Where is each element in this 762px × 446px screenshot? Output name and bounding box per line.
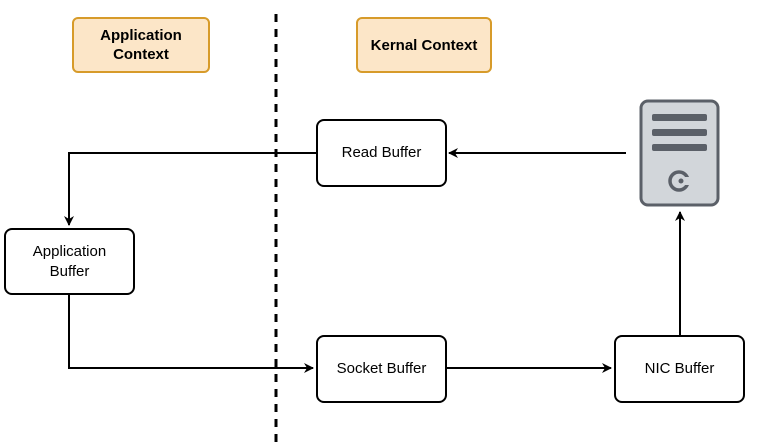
application-context-label: Application Context [72, 17, 210, 73]
server-icon [639, 99, 720, 207]
nic-buffer-label: NIC Buffer [644, 360, 715, 377]
socket-buffer-node: Socket Buffer [316, 335, 447, 403]
read-buffer-node: Read Buffer [316, 119, 447, 187]
read-buffer-label: Read Buffer [341, 144, 422, 161]
application-context-text: Application Context [100, 27, 182, 63]
arrow-application-buffer-to-socket-buffer [68, 295, 314, 373]
arrow-read-buffer-to-application-buffer [64, 152, 316, 226]
socket-buffer-label: Socket Buffer [336, 360, 427, 377]
application-buffer-node: Application Buffer [4, 228, 135, 295]
kernel-context-text: Kernal Context [370, 36, 478, 54]
nic-buffer-node: NIC Buffer [614, 335, 745, 403]
kernel-context-label: Kernal Context [356, 17, 492, 73]
application-buffer-label: Application Buffer [32, 242, 107, 280]
